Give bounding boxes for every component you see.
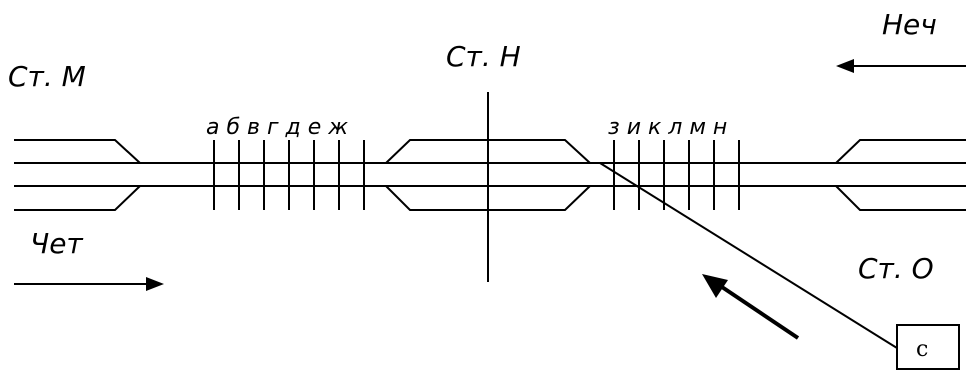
station-n-label: Ст. Н — [446, 40, 521, 73]
left-signal-letters: а б в г д е ж — [206, 115, 348, 140]
odd-direction-label: Неч — [882, 8, 937, 41]
box-c — [896, 324, 960, 370]
right-signal-letters: з и к л м н — [608, 115, 727, 140]
station-o-side-track-bottom — [835, 185, 966, 211]
station-m-side-track-bottom — [14, 185, 141, 211]
station-o-label: Ст. О — [858, 252, 934, 285]
even-direction-arrowhead — [146, 277, 164, 291]
diagonal-line-to-box-c — [599, 162, 898, 349]
station-o-side-track-top — [835, 139, 966, 164]
station-m-side-track-top — [14, 139, 141, 164]
odd-direction-arrowhead — [836, 59, 854, 73]
even-direction-label: Чет — [30, 227, 83, 260]
bold-arrow-shaft — [714, 281, 800, 340]
box-c-label: c — [916, 337, 928, 362]
bold-arrowhead — [702, 274, 728, 298]
station-m-label: Ст. М — [8, 60, 86, 93]
